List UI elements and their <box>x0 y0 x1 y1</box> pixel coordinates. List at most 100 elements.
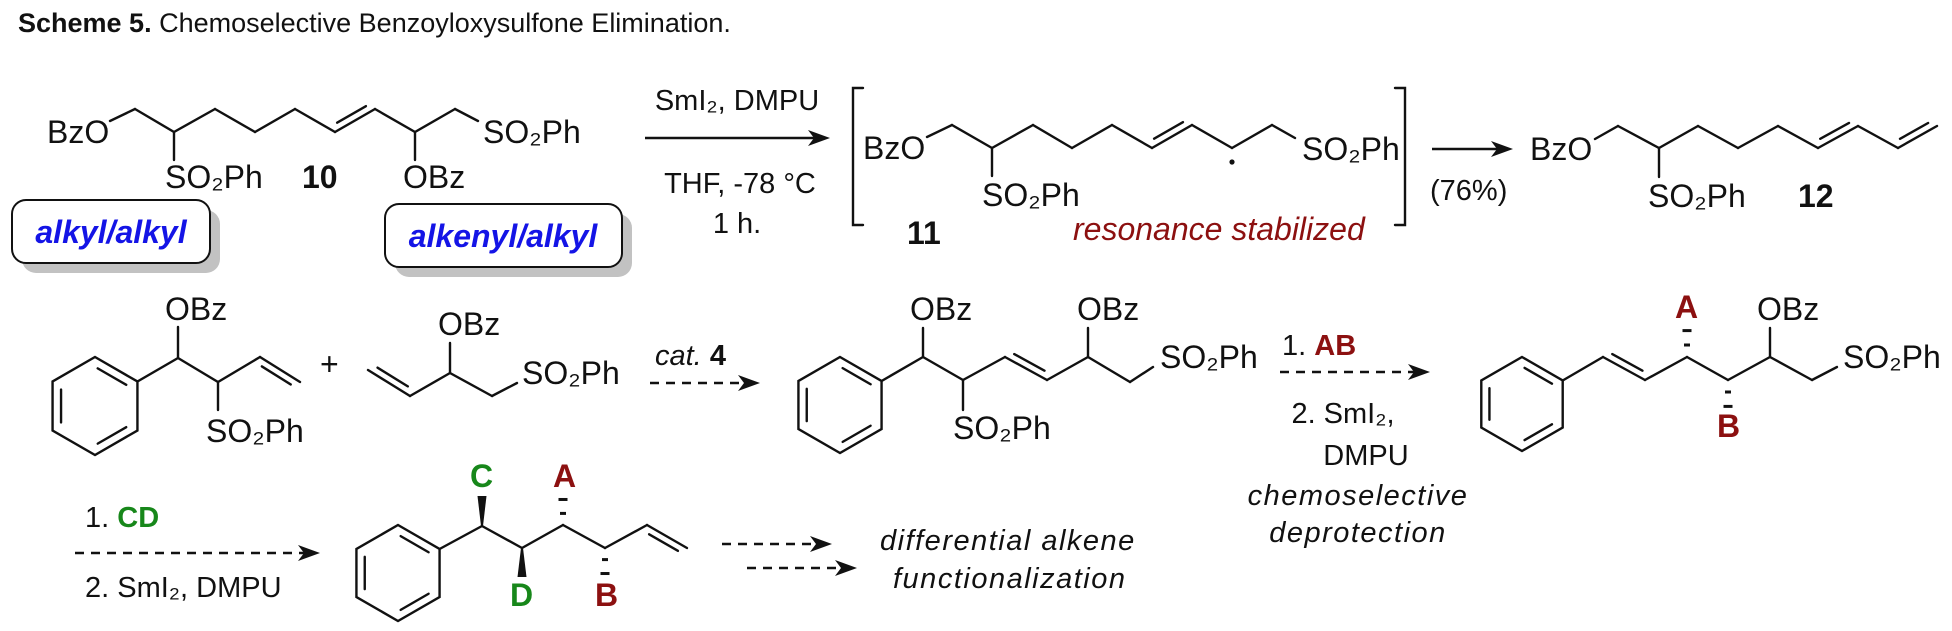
cd-step-arrow-head <box>298 545 320 561</box>
c10-so2ph-branch-label: SO₂Ph <box>165 159 263 195</box>
double-bond-line <box>376 366 410 388</box>
bond <box>293 107 337 134</box>
scheme-caption: Scheme 5. Chemoselective Benzoyloxysulfo… <box>18 8 731 38</box>
bond <box>253 107 297 134</box>
benzene-ring <box>51 355 139 457</box>
r2-step2-line1: 2. SmI₂, <box>1291 398 1394 430</box>
step1-arrow-head <box>808 130 830 146</box>
bond <box>925 123 954 139</box>
bond <box>1685 355 1730 382</box>
r3-b-label: B <box>595 577 618 613</box>
bond <box>136 356 180 383</box>
aromatic-inner-bond <box>96 367 128 387</box>
scheme-label: Scheme 5. <box>18 8 152 38</box>
r2-step1: 1. AB <box>1282 330 1356 362</box>
tag-box-alkyl-alkyl <box>11 199 211 264</box>
double-bond-line <box>260 365 292 386</box>
double-bond-line <box>1819 121 1851 140</box>
r2-product-so2ph-branch-label: SO₂Ph <box>953 410 1051 446</box>
aromatic-inner-bond <box>96 425 128 445</box>
double-bond-line <box>647 533 680 553</box>
step1-time: 1 h. <box>713 208 761 240</box>
bond <box>1003 355 1049 382</box>
bond <box>373 107 417 134</box>
wedge-bond <box>517 548 527 577</box>
bond <box>1726 355 1772 382</box>
step2-yield: (76%) <box>1430 175 1507 207</box>
bond <box>1045 355 1090 382</box>
r2-step2-line2: DMPU <box>1323 440 1408 472</box>
bond <box>413 107 457 134</box>
benzene-ring <box>1480 355 1564 453</box>
step2-arrow-head <box>1491 141 1513 157</box>
bond <box>1896 124 1939 150</box>
bond <box>561 523 607 550</box>
r2-final-b-label: B <box>1717 408 1740 444</box>
radical-dot <box>1229 159 1235 165</box>
resonance-note: resonance stabilized <box>1073 211 1366 247</box>
wedge-bond <box>477 496 487 526</box>
bond <box>880 355 925 383</box>
benzene-ring <box>797 355 883 455</box>
bond <box>1190 123 1234 150</box>
r2-step1-reagent-ab: AB <box>1314 330 1356 362</box>
bond <box>520 523 565 550</box>
bond <box>1150 123 1194 150</box>
c12-so2ph-label: SO₂Ph <box>1648 178 1746 214</box>
compound-number-11: 11 <box>907 215 941 251</box>
bond <box>1270 123 1297 140</box>
bond <box>216 355 262 384</box>
catalyst-number: 4 <box>710 340 726 372</box>
bond <box>921 355 965 382</box>
bond <box>1086 355 1132 384</box>
r2-left-so2ph-label: SO₂Ph <box>206 413 304 449</box>
aromatic-inner-bond <box>399 534 430 554</box>
benzene-ring <box>355 523 441 623</box>
left-bracket <box>851 86 865 227</box>
aromatic-inner-bond <box>1523 366 1554 385</box>
r2-step1-prefix: 1. <box>1282 330 1314 362</box>
c12-bzo-label: BzO <box>1530 131 1592 167</box>
compound-number-10: 10 <box>302 159 338 195</box>
c11-so2ph-end-label: SO₂Ph <box>1302 131 1400 167</box>
bond <box>438 524 484 551</box>
r2-allyl-obz-label: OBz <box>438 306 500 342</box>
tag-box-alkenyl-alkyl <box>384 203 623 268</box>
bond <box>1230 123 1274 150</box>
bond <box>176 356 220 384</box>
bond <box>448 371 494 398</box>
outcome-arrow-1-head <box>810 536 832 552</box>
aromatic-inner-bond <box>841 366 872 386</box>
bond <box>1070 123 1114 150</box>
double-bond-line <box>1611 352 1644 372</box>
aromatic-inner-bond <box>399 592 430 612</box>
r2-product-obz1-label: OBz <box>910 291 972 327</box>
bond <box>990 123 1035 150</box>
double-bond-line <box>1152 120 1185 140</box>
tag-alkyl-alkyl: alkyl/alkyl <box>35 214 187 250</box>
double-bond-line <box>1898 121 1930 141</box>
r3-c-label: C <box>470 458 493 494</box>
r3-d-label: D <box>510 577 533 613</box>
c10-so2ph-end-label: SO₂Ph <box>483 114 581 150</box>
bond <box>1643 355 1689 382</box>
bond <box>1696 124 1740 150</box>
catalyst-prefix: cat. <box>655 340 702 372</box>
step1-reagents: SmI₂, DMPU <box>655 85 819 117</box>
tag-alkenyl-alkyl: alkenyl/alkyl <box>409 218 599 254</box>
step1-solvent-temp: THF, -78 °C <box>664 168 816 200</box>
r3-step1: 1. CD <box>85 502 159 534</box>
bond <box>1810 365 1839 382</box>
c11-bzo-label: BzO <box>863 130 925 166</box>
bond <box>1601 355 1647 382</box>
bond <box>408 371 452 398</box>
bond <box>108 107 137 123</box>
bond <box>1657 124 1700 150</box>
double-bond-line <box>335 104 368 124</box>
r2-note-line2: deprotection <box>1269 517 1447 549</box>
compound-number-12: 12 <box>1798 178 1834 214</box>
catalyst-label: cat. 4 <box>655 340 726 372</box>
r2-allyl-so2ph-label: SO₂Ph <box>522 355 620 391</box>
aromatic-inner-bond <box>1523 423 1554 442</box>
